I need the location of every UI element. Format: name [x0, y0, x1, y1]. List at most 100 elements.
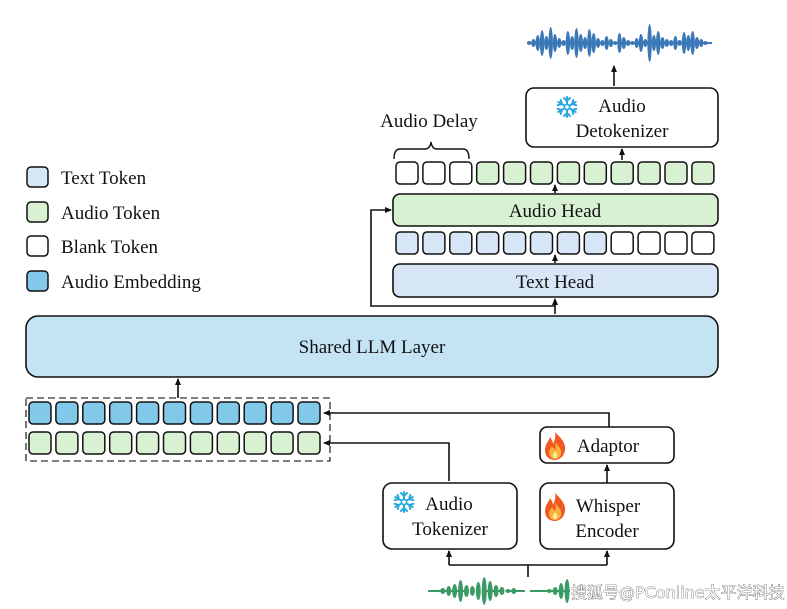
waveform-pulse [475, 582, 481, 600]
blank-token [664, 231, 688, 255]
waveform-pulse [574, 28, 579, 58]
blank-token [422, 161, 446, 185]
text-head-block: Text Head [392, 263, 719, 298]
waveform-pulse [546, 589, 552, 593]
audio-head-block: Audio Head [392, 193, 719, 227]
legend-label: Audio Embedding [61, 272, 201, 293]
waveform-pulse [458, 580, 464, 602]
waveform-pulse [526, 41, 532, 45]
whisper-encoder-block: Whisper Encoder [539, 482, 675, 550]
blank-token [637, 231, 661, 255]
audio-delay-brace [393, 141, 470, 160]
emb-token [216, 401, 241, 425]
waveform-pulse [690, 31, 695, 55]
text-token [422, 231, 446, 255]
watermark: 搜狐号@PConline太平洋科技 [571, 583, 785, 602]
blank-token [449, 161, 473, 185]
audio-token [297, 431, 321, 455]
waveform-pulse [587, 29, 592, 57]
audio-token-swatch [26, 201, 49, 223]
legend: Text Token Audio Token Blank Token Audio… [26, 166, 201, 293]
audio-token [664, 161, 688, 185]
waveform-pulse [660, 37, 665, 49]
text-token [502, 231, 527, 255]
detokenizer-label-line2: Detokenizer [576, 121, 670, 142]
legend-label: Text Token [61, 168, 147, 189]
waveform-pulse [630, 41, 635, 45]
waveform-pulse [548, 27, 553, 59]
waveform-pulse [600, 40, 605, 46]
legend-item-blank-token: Blank Token [26, 235, 159, 258]
audio-token [583, 161, 608, 185]
waveform-pulse [664, 39, 670, 47]
waveform-pulse [487, 581, 493, 601]
audio-token [28, 431, 52, 455]
waveform-pulse [539, 30, 545, 56]
waveform-pulse [621, 37, 627, 49]
blank-token [610, 231, 634, 255]
text-token [556, 231, 581, 255]
waveform-pulse [617, 33, 622, 53]
waveform-pulse [557, 38, 562, 48]
waveform-pulse [544, 36, 549, 50]
waveform-pulse [558, 583, 564, 599]
audio-output-token-row [395, 161, 715, 185]
audio-token [135, 431, 160, 455]
emb-token [108, 401, 133, 425]
audio-detokenizer-block: Audio Detokenizer [525, 87, 719, 148]
emb-token [297, 401, 321, 425]
emb-token [270, 401, 294, 425]
audio-delay-label: Audio Delay [380, 111, 478, 132]
waveform-pulse [707, 42, 713, 44]
audio-token [529, 161, 554, 185]
legend-item-text-token: Text Token [26, 166, 147, 189]
waveform-pulse [656, 31, 661, 55]
audio-token [610, 161, 634, 185]
emb-token [162, 401, 187, 425]
waveform-pulse [604, 36, 609, 50]
waveform-pulse [452, 584, 458, 598]
output-waveform [526, 24, 713, 62]
audio-token [55, 431, 79, 455]
text-head-label: Text Head [516, 272, 595, 293]
shared-llm-layer-block: Shared LLM Layer [25, 315, 719, 378]
waveform-pulse [647, 24, 652, 62]
waveform-pulse [535, 35, 540, 51]
waveform-pulse [493, 585, 499, 597]
waveform-pulse [565, 31, 571, 55]
text-token [475, 231, 500, 255]
waveform-pulse [686, 35, 691, 51]
text-token [395, 231, 419, 255]
input-embedding-token-row [28, 401, 321, 425]
waveform-pulse [481, 577, 487, 605]
waveform-pulse [511, 588, 517, 594]
waveform-pulse [608, 39, 614, 47]
audio-embedding-swatch [26, 270, 49, 292]
emb-token [55, 401, 79, 425]
text-token [583, 231, 608, 255]
waveform-pulse [625, 40, 631, 46]
audio-token [82, 431, 106, 455]
input-token-group [25, 397, 331, 462]
audio-token [691, 161, 715, 185]
adaptor-block: Adaptor [539, 426, 675, 464]
legend-label: Blank Token [61, 237, 159, 258]
audio-token [243, 431, 267, 455]
shared-llm-label: Shared LLM Layer [299, 337, 446, 358]
adaptor-label: Adaptor [577, 436, 640, 457]
waveform-pulse [531, 39, 536, 47]
audio-token [270, 431, 294, 455]
waveform-pulse [569, 36, 575, 50]
waveform-pulse [505, 589, 511, 593]
waveform-pulse [699, 39, 704, 47]
legend-item-audio-token: Audio Token [26, 201, 161, 224]
waveform-pulse [591, 33, 596, 53]
text-output-token-row [395, 231, 715, 255]
emb-token [135, 401, 160, 425]
waveform-pulse [499, 587, 505, 595]
input-audio-token-row [28, 431, 321, 455]
waveform-pulse [564, 579, 570, 603]
audio-token [108, 431, 133, 455]
tokenizer-label-line1: Audio [425, 494, 473, 515]
blank-token [395, 161, 419, 185]
